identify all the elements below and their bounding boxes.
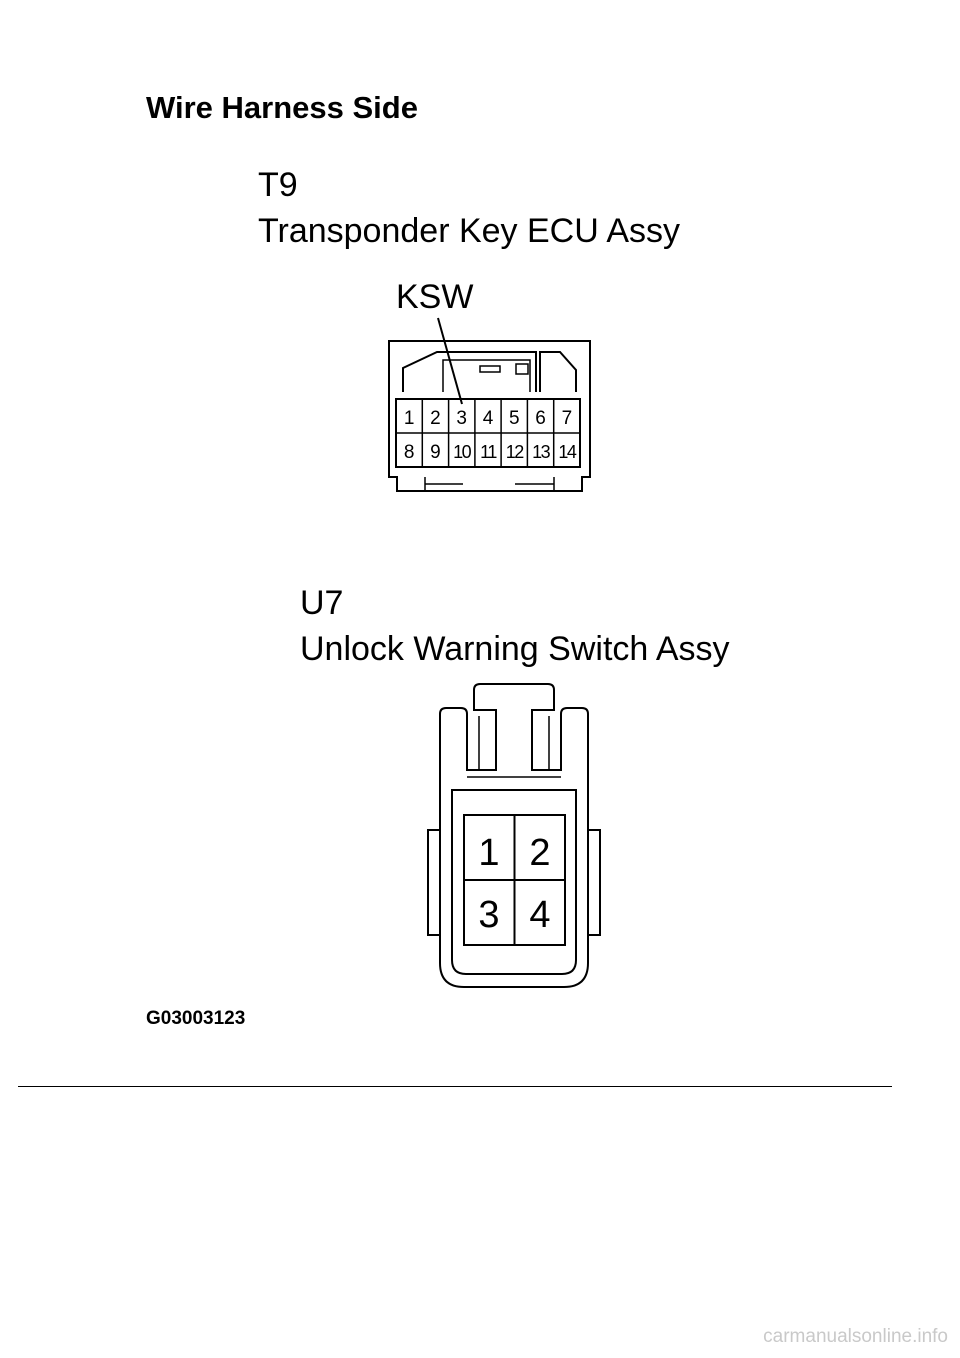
t9-pin-11: 11 — [480, 442, 497, 462]
u7-connector-code: U7 — [300, 584, 344, 622]
t9-pin-9: 9 — [430, 442, 441, 463]
t9-pin-5: 5 — [509, 408, 520, 429]
ksw-callout-line — [437, 317, 463, 405]
t9-pin-7: 7 — [562, 408, 573, 429]
t9-pin-6: 6 — [535, 408, 546, 429]
t9-pin-1: 1 — [404, 408, 415, 429]
t9-pin-2: 2 — [430, 408, 441, 429]
t9-pin-14: 14 — [558, 442, 577, 462]
u7-connector-name: Unlock Warning Switch Assy — [300, 630, 730, 668]
u7-pin-2: 2 — [529, 832, 550, 874]
t9-connector-code: T9 — [258, 166, 298, 204]
t9-pin-10: 10 — [453, 442, 472, 462]
t9-connector-name: Transponder Key ECU Assy — [258, 212, 681, 250]
t9-pin-12: 12 — [506, 442, 525, 462]
watermark-text: carmanualsonline.info — [763, 1326, 948, 1347]
t9-pin-8: 8 — [404, 442, 415, 463]
u7-pin-4: 4 — [529, 894, 550, 936]
diagram-title: Wire Harness Side — [146, 90, 418, 125]
u7-pin-3: 3 — [478, 894, 499, 936]
t9-pin-13: 13 — [532, 442, 551, 462]
t9-pin-3: 3 — [456, 408, 467, 429]
horizontal-rule — [18, 1086, 892, 1087]
ksw-callout-label: KSW — [396, 278, 474, 316]
t9-pin-4: 4 — [483, 408, 494, 429]
figure-code: G03003123 — [146, 1008, 246, 1029]
u7-pin-1: 1 — [478, 832, 499, 874]
